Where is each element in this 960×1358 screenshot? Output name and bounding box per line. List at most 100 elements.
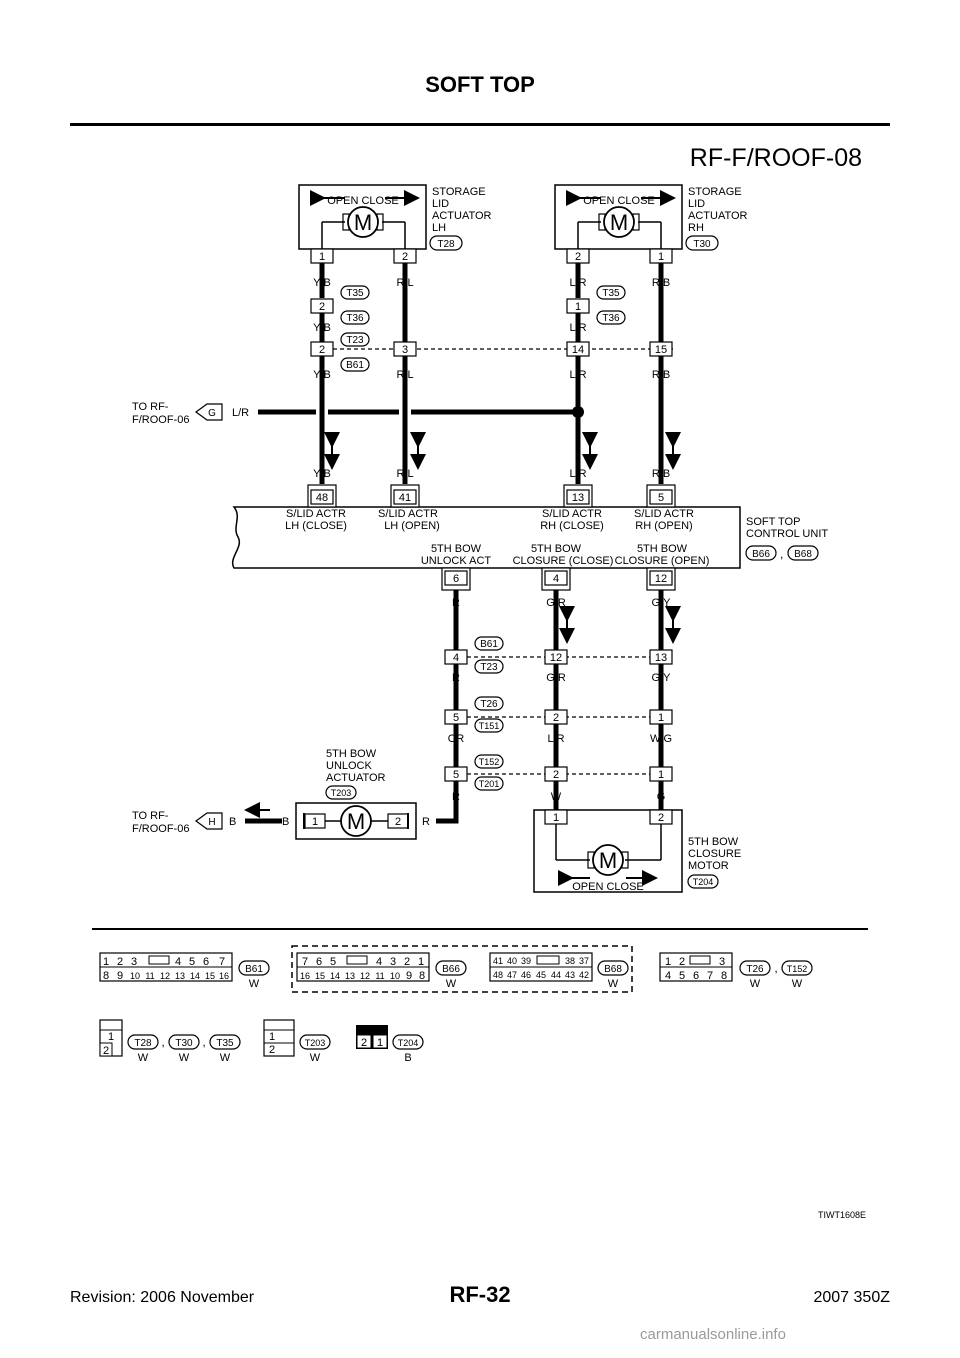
svg-text:38: 38: [565, 956, 575, 966]
svg-text:2: 2: [553, 769, 559, 781]
to-rf-roof-06-g: TO RF- F/ROOF-06 G L/R: [132, 401, 249, 426]
svg-text:3: 3: [719, 956, 725, 968]
svg-text:W: W: [551, 791, 562, 803]
svg-text:46: 46: [521, 970, 531, 980]
svg-text:5: 5: [330, 956, 336, 968]
svg-text:S/LID ACTR: S/LID ACTR: [542, 508, 602, 520]
svg-text:S/LID ACTR: S/LID ACTR: [378, 508, 438, 520]
svg-text:T30: T30: [175, 1038, 193, 1049]
svg-text:2: 2: [319, 344, 325, 356]
svg-text:Y/B: Y/B: [313, 369, 331, 381]
svg-text:B: B: [229, 816, 236, 828]
svg-text:2: 2: [404, 956, 410, 968]
fifth-bow-closure-motor: 1 2 M OPEN CLOSE 5TH BOW CLOSURE MOTOR T…: [533, 809, 741, 893]
lower-wires: [245, 590, 664, 824]
svg-text:W: W: [608, 978, 619, 990]
svg-text:43: 43: [565, 970, 575, 980]
svg-text:12: 12: [160, 971, 170, 981]
svg-text:R: R: [452, 791, 460, 803]
storage-lid-actuator-lh: OPEN CLOSE M 1 2 STORAGE LID ACTUATOR LH…: [298, 184, 492, 264]
svg-text:L/R: L/R: [547, 733, 564, 745]
connector-row-t23-b61: 2 3 14 15 T23 B61: [310, 332, 673, 372]
svg-text:M: M: [610, 210, 628, 235]
svg-text:6: 6: [203, 956, 209, 968]
svg-text:R/B: R/B: [652, 277, 670, 289]
motor-symbol: [340, 805, 372, 837]
connector-row-b61-t23: 4 12 13 B61 T23: [444, 636, 673, 674]
connector-view-t28-t30-t35: 1 2 T28 W , T30 W , T35 W: [99, 1019, 241, 1064]
svg-text:14: 14: [190, 971, 200, 981]
lower-wire-labels: R G/R G/Y R G/R G/Y OR L/R W/G R W G: [448, 597, 672, 803]
svg-text:CONTROL UNIT: CONTROL UNIT: [746, 528, 828, 540]
svg-text:6: 6: [316, 956, 322, 968]
svg-text:2: 2: [553, 712, 559, 724]
watermark: carmanualsonline.info: [640, 1326, 786, 1343]
svg-text:,: ,: [774, 961, 777, 975]
connector-row-t26-t151: 5 2 1 T26 T151: [444, 696, 673, 733]
svg-text:L/R: L/R: [569, 369, 586, 381]
svg-text:T36: T36: [346, 313, 364, 324]
svg-text:13: 13: [175, 971, 185, 981]
svg-text:8: 8: [721, 970, 727, 982]
signal-direction-arrows: [324, 432, 681, 470]
svg-text:15: 15: [205, 971, 215, 981]
svg-text:T23: T23: [480, 662, 498, 673]
svg-text:5: 5: [658, 492, 664, 504]
svg-text:T152: T152: [479, 757, 500, 767]
svg-text:15: 15: [315, 971, 325, 981]
svg-text:LH (CLOSE): LH (CLOSE): [285, 520, 347, 532]
revision-text: Revision: 2006 November: [70, 1289, 255, 1306]
svg-text:5: 5: [189, 956, 195, 968]
connector-group-b66-b68: [291, 945, 633, 993]
svg-text:W/G: W/G: [650, 733, 672, 745]
svg-text:UNLOCK ACT: UNLOCK ACT: [421, 555, 492, 567]
svg-text:MOTOR: MOTOR: [688, 860, 729, 872]
svg-text:T35: T35: [216, 1038, 234, 1049]
svg-text:LH (OPEN): LH (OPEN): [384, 520, 440, 532]
connector-view-b68: 41 40 39 38 37 48 47 46 45 44 43 42 B68 …: [489, 952, 629, 990]
svg-text:W: W: [249, 978, 260, 990]
svg-text:R/L: R/L: [396, 277, 413, 289]
svg-text:1: 1: [312, 816, 318, 828]
svg-text:1: 1: [108, 1031, 114, 1043]
svg-text:R: R: [452, 597, 460, 609]
svg-text:TO RF-: TO RF-: [132, 401, 169, 413]
connector-row-t152-t201: 5 2 1 T152 T201: [444, 754, 673, 791]
svg-text:B: B: [282, 816, 289, 828]
svg-text:T28: T28: [134, 1038, 152, 1049]
svg-text:4: 4: [453, 652, 459, 664]
svg-text:ACTUATOR: ACTUATOR: [432, 210, 492, 222]
svg-text:T204: T204: [693, 877, 714, 887]
svg-text:T35: T35: [346, 288, 364, 299]
svg-text:R/L: R/L: [396, 468, 413, 480]
svg-text:T26: T26: [480, 699, 498, 710]
svg-text:10: 10: [390, 971, 400, 981]
svg-text:5TH BOW: 5TH BOW: [431, 543, 482, 555]
svg-text:8: 8: [419, 970, 425, 982]
svg-text:RH: RH: [688, 222, 704, 234]
section-divider: [92, 928, 868, 930]
lower-signal-arrows: [244, 606, 681, 818]
svg-text:3: 3: [390, 956, 396, 968]
svg-text:G: G: [657, 791, 666, 803]
page-number: RF-32: [449, 1282, 511, 1307]
svg-text:STORAGE: STORAGE: [432, 186, 486, 198]
svg-text:1: 1: [319, 251, 325, 263]
svg-text:2: 2: [658, 812, 664, 824]
svg-text:8: 8: [103, 970, 109, 982]
svg-text:4: 4: [665, 970, 671, 982]
svg-text:1: 1: [553, 812, 559, 824]
svg-text:LID: LID: [432, 198, 449, 210]
motor-symbol: [603, 206, 635, 238]
svg-text:B66: B66: [752, 549, 770, 560]
svg-text:1: 1: [418, 956, 424, 968]
svg-text:CLOSURE: CLOSURE: [688, 848, 741, 860]
svg-text:B61: B61: [245, 964, 263, 975]
svg-text:47: 47: [507, 970, 517, 980]
svg-text:14: 14: [572, 344, 584, 356]
connector-row-t35-t36: 2 1 T35 T36 T35 T36: [310, 285, 626, 325]
svg-text:CLOSURE (CLOSE): CLOSURE (CLOSE): [513, 555, 614, 567]
svg-text:2: 2: [269, 1044, 275, 1056]
svg-text:2: 2: [361, 1037, 367, 1049]
